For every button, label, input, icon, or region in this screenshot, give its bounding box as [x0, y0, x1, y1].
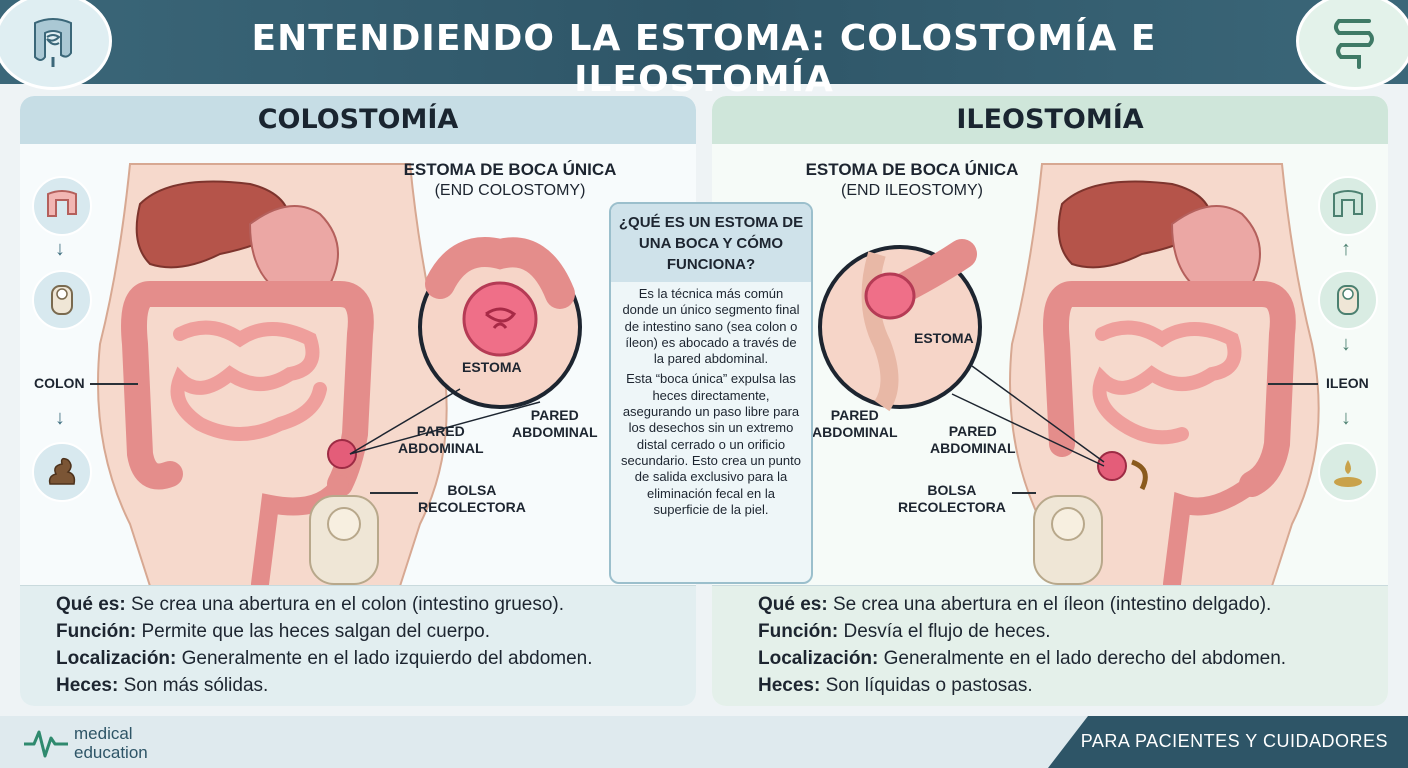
stool-icon	[32, 442, 92, 502]
colostomy-header: COLOSTOMÍA	[20, 96, 696, 144]
ileostomy-info-box: Qué es: Se crea una abertura en el íleon…	[712, 585, 1388, 706]
small-intestine-shape	[170, 320, 327, 441]
liquid-stool-icon	[1318, 442, 1378, 502]
intestine-icon	[0, 0, 112, 90]
colostomy-stoma-subtitle: (END COLOSTOMY)	[434, 182, 586, 199]
bolsa-leader-line	[1012, 492, 1036, 494]
heartbeat-logo-icon	[24, 730, 68, 758]
stoma-marker	[1097, 451, 1127, 481]
intestine-icon	[1318, 176, 1378, 236]
explanation-paragraph-2: Esta “boca única” expulsa las heces dire…	[621, 371, 801, 517]
bolsa-recolectora-label: BOLSA RECOLECTORA	[898, 482, 1006, 515]
header-banner: ENTENDIENDO LA ESTOMA: COLOSTOMÍA E ILEO…	[0, 0, 1408, 100]
footer-tagline: PARA PACIENTES Y CUIDADORES	[1080, 731, 1388, 751]
intestine-icon	[32, 176, 92, 236]
small-intestine-shape	[1092, 320, 1242, 445]
stoma-zoom-circle	[818, 245, 982, 409]
bolsa-leader-line	[370, 492, 418, 494]
colon-leader-line	[90, 383, 138, 385]
pared-abdominal-zoom-label: PARED ABDOMINAL	[812, 407, 898, 440]
logo-line-1: medical	[74, 724, 133, 743]
stoma-explanation-box: ¿QUÉ ES UN ESTOMA DE UNA BOCA Y CÓMO FUN…	[609, 202, 813, 584]
explanation-question: ¿QUÉ ES UN ESTOMA DE UNA BOCA Y CÓMO FUN…	[618, 214, 804, 273]
explanation-text: Es la técnica más común donde un único s…	[619, 286, 803, 518]
info-row: Función: Permite que las heces salgan de…	[56, 621, 491, 642]
colostomy-info-box: Qué es: Se crea una abertura en el colon…	[20, 585, 696, 706]
explanation-header: ¿QUÉ ES UN ESTOMA DE UNA BOCA Y CÓMO FUN…	[611, 204, 811, 282]
info-row: Qué es: Se crea una abertura en el íleon…	[758, 594, 1272, 615]
colostomy-stoma-title: ESTOMA DE BOCA ÚNICA (END COLOSTOMY)	[380, 160, 640, 200]
ileon-label: ILEON	[1326, 375, 1369, 391]
info-row: Heces: Son más sólidas.	[56, 675, 269, 696]
arrow-down-icon: ↓	[1341, 407, 1351, 429]
info-row: Qué es: Se crea una abertura en el colon…	[56, 594, 565, 615]
info-row: Localización: Generalmente en el lado de…	[758, 648, 1287, 669]
ileon-leader-line	[1268, 383, 1318, 385]
ileostomy-stoma-title: ESTOMA DE BOCA ÚNICA (END ILEOSTOMY)	[782, 160, 1042, 200]
colostomy-anatomy-illustration	[97, 163, 582, 586]
info-row: Heces: Son líquidas o pastosas.	[758, 675, 1033, 696]
bolsa-recolectora-label: BOLSA RECOLECTORA	[418, 482, 526, 515]
intestine-icon	[1296, 0, 1408, 90]
ileostomy-stoma-subtitle: (END ILEOSTOMY)	[841, 182, 983, 199]
stoma-label: ESTOMA	[914, 330, 974, 346]
ostomy-bag-icon	[1318, 270, 1378, 330]
colon-label: COLON	[34, 375, 85, 391]
info-row: Función: Desvía el flujo de heces.	[758, 621, 1051, 642]
footer: PARA PACIENTES Y CUIDADORES	[0, 716, 1408, 768]
ostomy-bag-icon	[32, 270, 92, 330]
footer-tagline-box: PARA PACIENTES Y CUIDADORES	[1048, 716, 1408, 768]
pared-abdominal-label: PARED ABDOMINAL	[398, 423, 484, 456]
ileostomy-panel: ILEOSTOMÍA ESTOMA DE BOCA ÚNICA (END ILE…	[712, 96, 1388, 706]
info-row: Localización: Generalmente en el lado iz…	[56, 648, 593, 669]
arrow-up-icon: ↑	[1341, 238, 1351, 260]
arrow-down-icon: ↓	[55, 407, 65, 429]
pared-abdominal-zoom-label: PARED ABDOMINAL	[512, 407, 598, 440]
stoma-label: ESTOMA	[462, 359, 522, 375]
ileostomy-anatomy-illustration	[818, 163, 1320, 586]
stoma-marker	[327, 439, 357, 469]
explanation-paragraph-1: Es la técnica más común donde un único s…	[622, 286, 800, 367]
arrow-down-icon: ↓	[1341, 333, 1351, 355]
ileostomy-heading: ILEOSTOMÍA	[956, 104, 1144, 135]
arrow-down-icon: ↓	[55, 238, 65, 260]
logo-line-2: education	[74, 743, 148, 762]
page-title: ENTENDIENDO LA ESTOMA: COLOSTOMÍA E ILEO…	[251, 18, 1157, 100]
colostomy-heading: COLOSTOMÍA	[257, 104, 459, 135]
colon-shape	[121, 281, 374, 497]
pared-abdominal-label: PARED ABDOMINAL	[930, 423, 1016, 456]
colon-shape	[1043, 281, 1296, 497]
ileostomy-header: ILEOSTOMÍA	[712, 96, 1388, 144]
colostomy-panel: COLOSTOMÍA ESTOMA DE BOCA ÚNICA (END COL…	[20, 96, 696, 706]
brand-logo-text: medical education	[74, 724, 148, 762]
